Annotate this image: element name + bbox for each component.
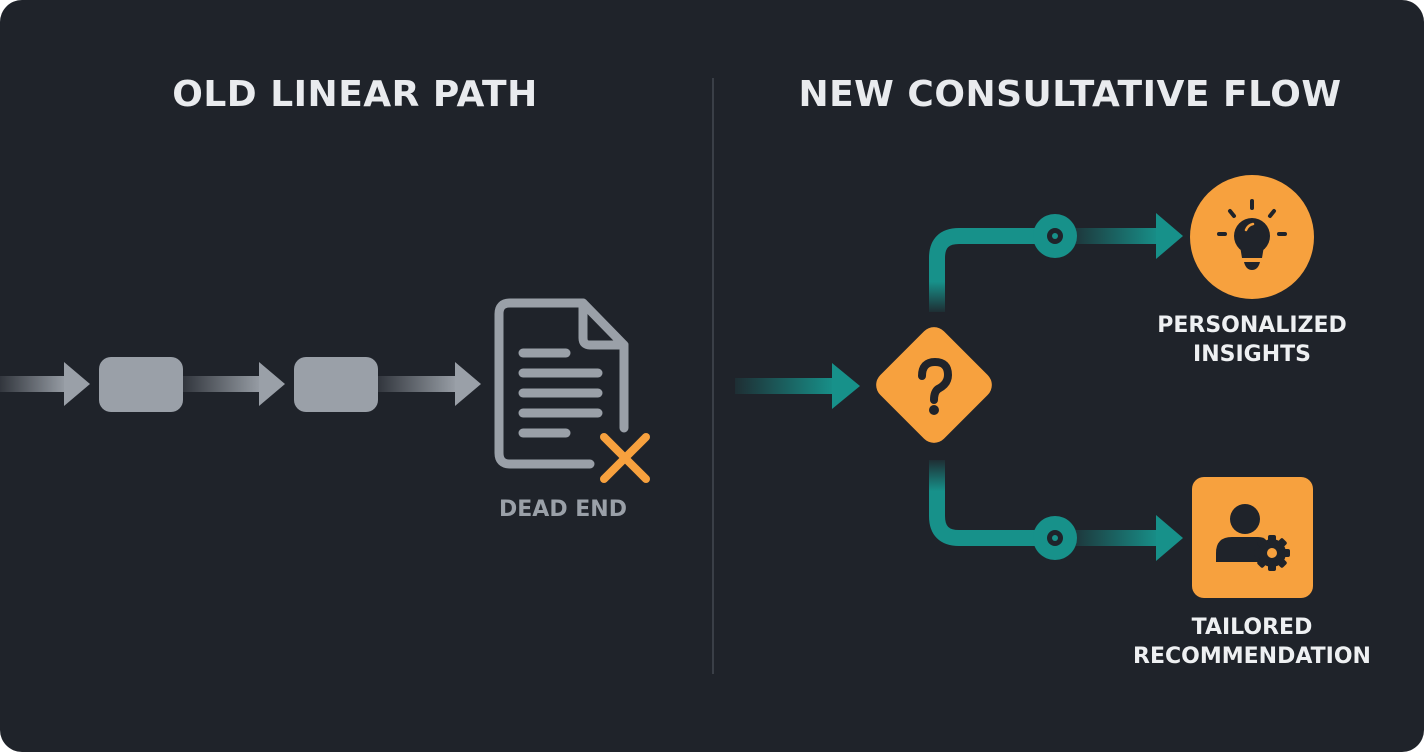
user-gear-icon bbox=[1216, 504, 1290, 571]
new-flow-title: NEW CONSULTATIVE FLOW bbox=[798, 74, 1342, 115]
question-mark-icon bbox=[918, 357, 953, 415]
document-x-icon bbox=[494, 298, 650, 483]
recommendation-label: TAILORED RECOMMENDATION bbox=[1120, 613, 1384, 671]
branch-path-top bbox=[929, 213, 1183, 312]
recommendation-label-line1: TAILORED bbox=[1191, 615, 1313, 640]
insights-label-line2: INSIGHTS bbox=[1193, 342, 1311, 367]
recommendation-label-line2: RECOMMENDATION bbox=[1133, 644, 1371, 669]
user-gear-node bbox=[1192, 477, 1313, 598]
lightbulb-node bbox=[1190, 175, 1314, 299]
old-path-title: OLD LINEAR PATH bbox=[172, 74, 538, 115]
decision-diamond bbox=[876, 327, 992, 443]
linear-arrow-2 bbox=[183, 362, 285, 406]
lightbulb-icon bbox=[1217, 199, 1287, 270]
linear-arrow-1 bbox=[0, 362, 90, 406]
panel-divider bbox=[712, 78, 714, 674]
entry-arrow bbox=[735, 363, 860, 409]
dead-end-label: DEAD END bbox=[499, 497, 627, 522]
branch-path-bottom bbox=[929, 460, 1183, 561]
insights-label-line1: PERSONALIZED bbox=[1157, 313, 1347, 338]
linear-step-box-1 bbox=[99, 357, 183, 412]
insights-label: PERSONALIZED INSIGHTS bbox=[1140, 311, 1364, 369]
linear-step-box-2 bbox=[294, 357, 378, 412]
linear-arrow-3 bbox=[378, 362, 481, 406]
